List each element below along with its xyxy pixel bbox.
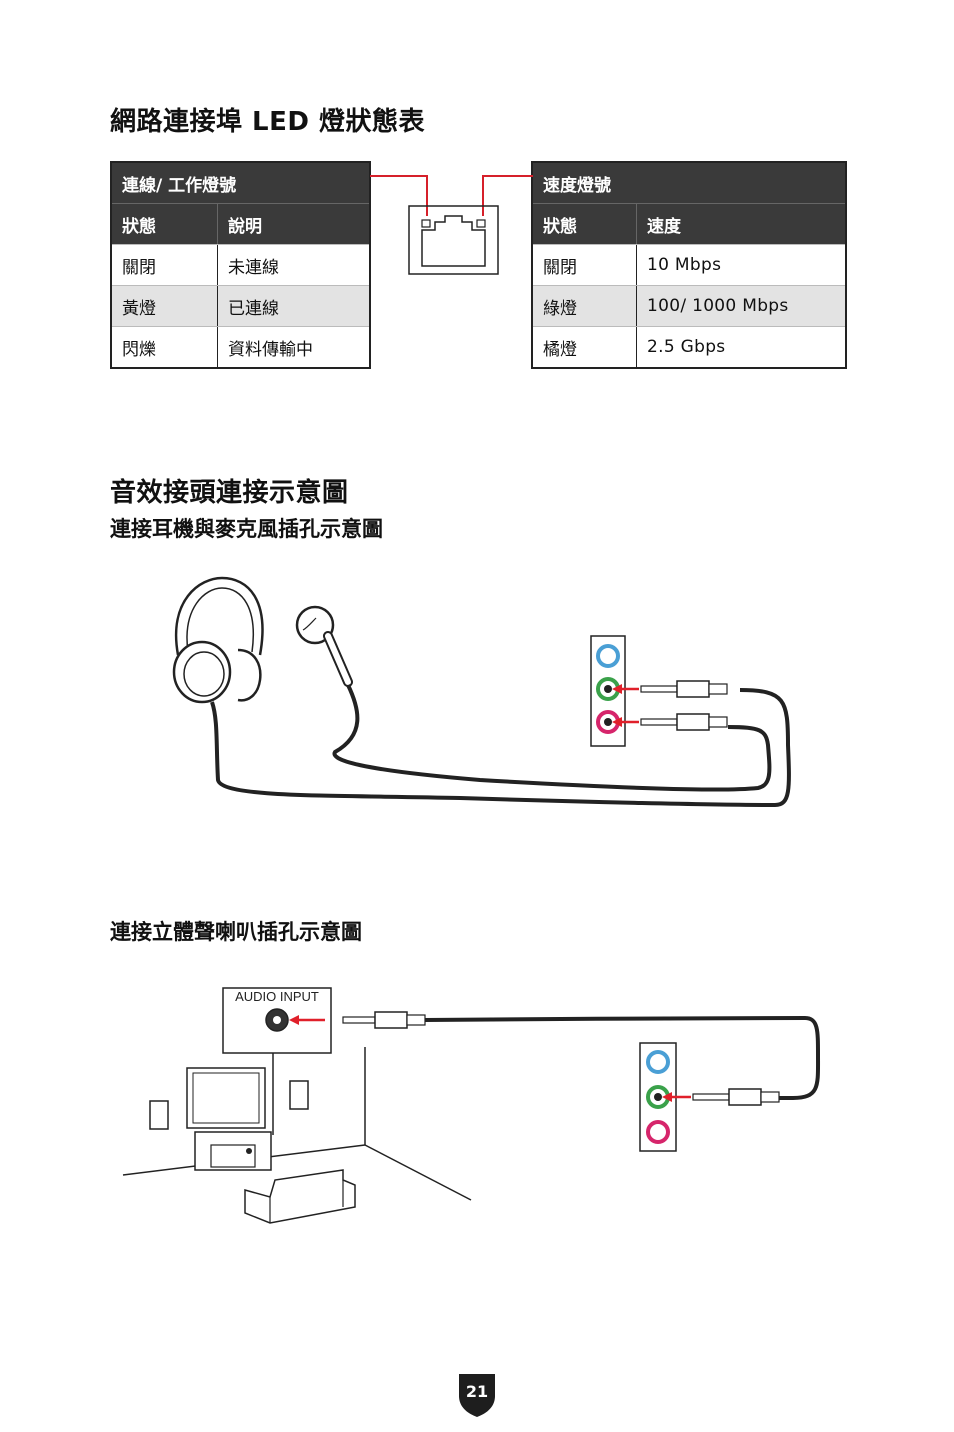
speaker-plug-top	[342, 1011, 426, 1029]
speed-row-status: 綠燈	[532, 285, 637, 327]
arrow-icon	[289, 1015, 299, 1025]
page-number: 21	[465, 1382, 489, 1401]
speaker-right-icon	[289, 1080, 309, 1110]
stereo-speaker-subtitle: 連接立體聲喇叭插孔示意圖	[110, 920, 362, 944]
headphone-mic-diagram	[172, 576, 791, 808]
link-row-description: 未連線	[217, 244, 370, 286]
speed-header-status: 狀態	[532, 203, 637, 245]
link-row-status: 閃爍	[111, 326, 218, 368]
speaker-left-icon	[149, 1100, 169, 1130]
link-header-status: 狀態	[111, 203, 218, 245]
speed-row-value: 2.5 Gbps	[647, 337, 726, 357]
speed-header-speed: 速度	[636, 203, 846, 245]
speed-table: 速度燈號 狀態 速度 關閉 10 Mbps 綠燈 100/ 1000 Mbps …	[531, 161, 847, 369]
network-led-title: 網路連接埠 LED 燈狀態表	[110, 107, 426, 137]
speed-table-title: 速度燈號	[532, 162, 846, 204]
microphone-icon	[295, 605, 353, 687]
link-header-description: 說明	[217, 203, 370, 245]
lan-port-icon	[408, 205, 499, 275]
sofa-icon	[244, 1169, 356, 1224]
lan-port-diagram	[370, 175, 533, 275]
audio-input-label: AUDIO INPUT	[235, 989, 319, 1004]
arrow-icon	[662, 1092, 672, 1102]
headphone-icon	[172, 576, 264, 704]
line-in-jack	[596, 644, 620, 668]
line-in-jack	[646, 1050, 670, 1074]
speaker-plug-bottom	[692, 1088, 780, 1106]
amplifier-icon	[210, 1144, 256, 1168]
speed-row-status: 關閉	[532, 244, 637, 286]
stereo-speaker-diagram	[122, 987, 821, 1224]
page-badge-icon	[459, 1374, 495, 1417]
link-table-title: 連線/ 工作燈號	[111, 162, 370, 204]
speed-row-status: 橘燈	[532, 326, 637, 368]
link-row-description: 已連線	[217, 285, 370, 327]
link-row-description: 資料傳輸中	[228, 339, 313, 360]
link-row-status: 黃燈	[111, 285, 218, 327]
microphone-plug	[640, 713, 728, 731]
link-row-status: 關閉	[111, 244, 218, 286]
arrow-icon	[612, 684, 639, 727]
headphone-plug	[640, 680, 728, 698]
headphone-mic-subtitle: 連接耳機與麥克風插孔示意圖	[110, 517, 383, 541]
speed-row-value: 100/ 1000 Mbps	[636, 285, 846, 327]
link-activity-table: 連線/ 工作燈號 狀態 說明 關閉 未連線 黃燈 已連線 閃爍 資料傳輸中	[110, 161, 371, 369]
audio-connection-title: 音效接頭連接示意圖	[110, 478, 349, 508]
mic-in-jack	[646, 1120, 670, 1144]
speed-row-value: 10 Mbps	[636, 244, 846, 286]
